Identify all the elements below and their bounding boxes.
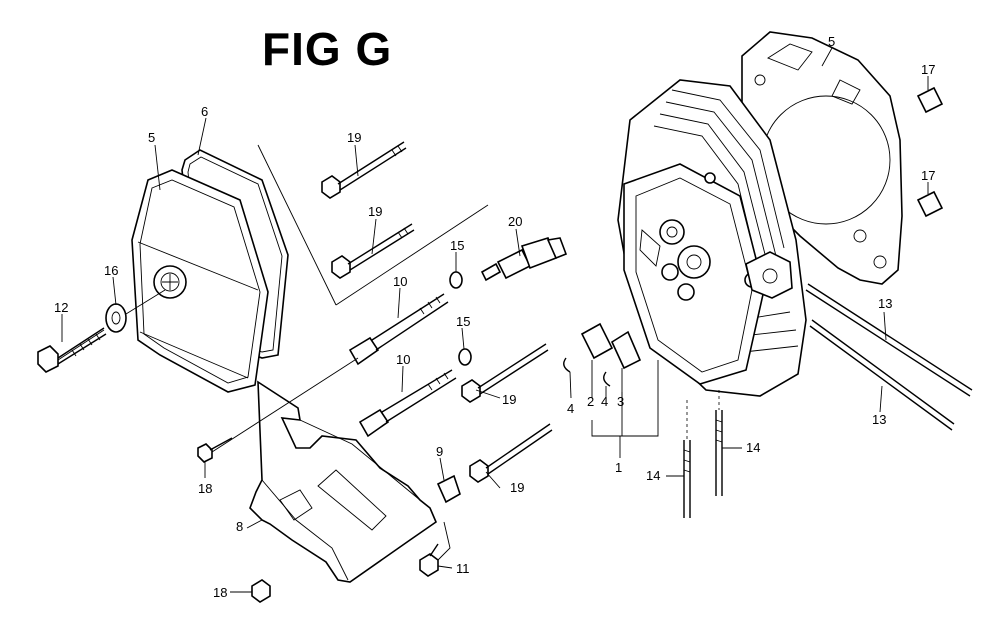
- stud-14a: [683, 440, 691, 518]
- callout-9: 9: [436, 444, 443, 459]
- callout-1: 1: [615, 460, 622, 475]
- callout-11: 11: [456, 561, 470, 576]
- callout-2: 2: [587, 394, 594, 409]
- callout-15a: 15: [450, 238, 464, 253]
- long-stud-13a: [805, 283, 973, 397]
- valve-cover: [131, 169, 269, 393]
- clip-4b: [603, 371, 611, 387]
- callout-6: 5: [148, 130, 155, 145]
- sealing-washer: [105, 303, 127, 333]
- head-bolt-19c: [461, 343, 549, 403]
- head-bolt-19d: [469, 423, 553, 483]
- bracket-bolt-18b: [251, 579, 271, 603]
- callout-20: 20: [508, 214, 522, 229]
- clip-4a: [563, 357, 571, 373]
- callout-8: 8: [236, 519, 243, 534]
- callout-14a: 14: [646, 468, 660, 483]
- bracket-bolt-18a: [197, 437, 233, 463]
- callout-17a: 17: [921, 62, 935, 77]
- callout-five: 5: [828, 34, 835, 49]
- head-bolt-19a: [321, 141, 407, 199]
- rocker-pivot-b: [677, 245, 711, 279]
- callout-13a: 13: [878, 296, 892, 311]
- callout-4b: 4: [601, 394, 608, 409]
- clip: [436, 474, 461, 504]
- cover-bolt: [37, 327, 107, 373]
- callout-13b: 13: [872, 412, 886, 427]
- rocker-pivot-a: [659, 219, 685, 245]
- dowel-pin-17b: [916, 190, 944, 218]
- stud-bolt-10b: [358, 369, 457, 438]
- washer-15a: [449, 271, 463, 289]
- callout-19d: 19: [510, 480, 524, 495]
- callout-10a: 10: [393, 274, 407, 289]
- callout-14b: 14: [746, 440, 760, 455]
- callout-3: 3: [617, 394, 624, 409]
- callout-19b: 19: [368, 204, 382, 219]
- leader-lines: [61, 47, 929, 593]
- figure-title: FIG G: [262, 23, 393, 75]
- callout-17b: 17: [921, 168, 935, 183]
- dowel-pin-17a: [916, 86, 944, 114]
- stud-14b: [715, 410, 723, 496]
- callout-19a: 19: [347, 130, 361, 145]
- valve-guide-2: [580, 322, 614, 360]
- callout-4a: 4: [567, 401, 574, 416]
- spark-plug: [480, 237, 568, 282]
- callout-19c: 19: [502, 392, 516, 407]
- head-bolt-19b: [331, 223, 415, 279]
- bracket-bolt-11: [419, 543, 439, 577]
- long-stud-13b: [809, 319, 955, 431]
- callout-labels: 5 6 16 12 19 19 20 15 15 10 10 19 19 9 1…: [54, 34, 935, 600]
- callout-15b: 15: [456, 314, 470, 329]
- callout-7: 6: [201, 104, 208, 119]
- callout-16: 16: [104, 263, 118, 278]
- callout-12: 12: [54, 300, 68, 315]
- callout-18b: 18: [213, 585, 227, 600]
- callout-10b: 10: [396, 352, 410, 367]
- washer-15b: [458, 348, 472, 366]
- valve-guide-3: [610, 330, 642, 370]
- air-guide-bracket: [249, 380, 437, 583]
- callout-18a: 18: [198, 481, 212, 496]
